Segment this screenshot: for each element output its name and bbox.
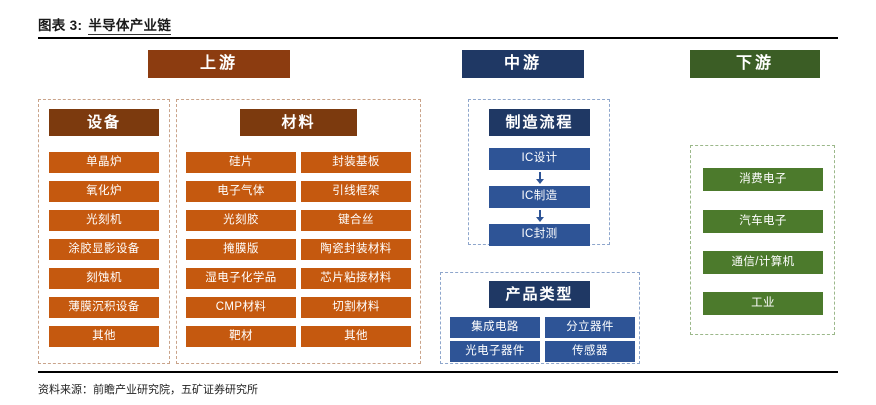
chip-equipment-4[interactable]: 刻蚀机 [49, 268, 159, 289]
stage-header-downstream: 下游 [690, 50, 820, 78]
divider-top [38, 37, 838, 39]
chip-materials-right-3[interactable]: 陶瓷封装材料 [301, 239, 411, 260]
source-note: 资料来源：前瞻产业研究院，五矿证券研究所 [38, 384, 258, 396]
chip-materials-right-2[interactable]: 键合丝 [301, 210, 411, 231]
divider-bottom [38, 371, 838, 373]
chip-application-3[interactable]: 工业 [703, 292, 823, 315]
page-title: 图表 3: 半导体产业链 [38, 14, 172, 35]
group-header-materials: 材料 [240, 109, 357, 136]
chip-materials-right-5[interactable]: 切割材料 [301, 297, 411, 318]
chip-materials-left-2[interactable]: 光刻胶 [186, 210, 296, 231]
chip-product-type-1[interactable]: 分立器件 [545, 317, 635, 338]
chip-application-2[interactable]: 通信/计算机 [703, 251, 823, 274]
chip-equipment-0[interactable]: 单晶炉 [49, 152, 159, 173]
chip-equipment-5[interactable]: 薄膜沉积设备 [49, 297, 159, 318]
chip-equipment-3[interactable]: 涂胶显影设备 [49, 239, 159, 260]
group-header-equipment: 设备 [49, 109, 159, 136]
figure-number: 图表 3: [38, 18, 83, 33]
chip-application-1[interactable]: 汽车电子 [703, 210, 823, 233]
chip-materials-right-0[interactable]: 封装基板 [301, 152, 411, 173]
chip-materials-left-6[interactable]: 靶材 [186, 326, 296, 347]
stage-header-upstream: 上游 [148, 50, 290, 78]
chip-materials-left-4[interactable]: 湿电子化学品 [186, 268, 296, 289]
stage-header-midstream: 中游 [462, 50, 584, 78]
group-frame-product-types [440, 272, 640, 364]
chip-flow-step-2[interactable]: IC封测 [489, 224, 590, 246]
group-frame-applications [690, 145, 835, 335]
chip-equipment-1[interactable]: 氧化炉 [49, 181, 159, 202]
flow-arrow-1 [535, 210, 544, 224]
chip-materials-right-4[interactable]: 芯片粘接材料 [301, 268, 411, 289]
figure-title-text: 半导体产业链 [88, 18, 172, 35]
flow-arrow-0 [535, 172, 544, 186]
chip-materials-right-6[interactable]: 其他 [301, 326, 411, 347]
chip-flow-step-0[interactable]: IC设计 [489, 148, 590, 170]
chip-product-type-2[interactable]: 光电子器件 [450, 341, 540, 362]
chip-materials-left-3[interactable]: 掩膜版 [186, 239, 296, 260]
group-frame-equipment [38, 99, 170, 364]
chip-equipment-2[interactable]: 光刻机 [49, 210, 159, 231]
chip-materials-left-0[interactable]: 硅片 [186, 152, 296, 173]
chip-equipment-6[interactable]: 其他 [49, 326, 159, 347]
chip-application-0[interactable]: 消费电子 [703, 168, 823, 191]
chip-materials-left-5[interactable]: CMP材料 [186, 297, 296, 318]
chip-materials-left-1[interactable]: 电子气体 [186, 181, 296, 202]
chip-product-type-3[interactable]: 传感器 [545, 341, 635, 362]
group-header-manufacturing-flow: 制造流程 [489, 109, 590, 136]
chip-flow-step-1[interactable]: IC制造 [489, 186, 590, 208]
group-frame-materials [176, 99, 421, 364]
chip-materials-right-1[interactable]: 引线框架 [301, 181, 411, 202]
group-header-product-types: 产品类型 [489, 281, 590, 308]
chip-product-type-0[interactable]: 集成电路 [450, 317, 540, 338]
